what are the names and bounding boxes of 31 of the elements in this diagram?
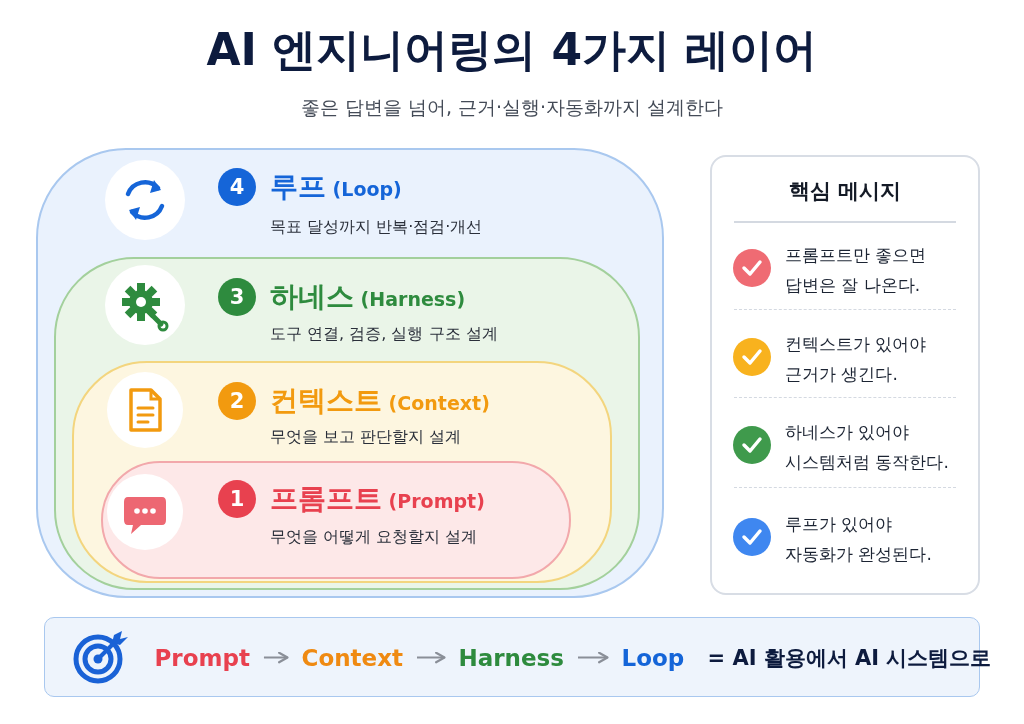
number-badge: 1 bbox=[218, 480, 256, 518]
panel-heading: 핵심 메시지 bbox=[787, 178, 903, 205]
layer-title: 프롬프트 (Prompt) bbox=[270, 481, 485, 517]
number-badge: 4 bbox=[218, 168, 256, 206]
layer-title: 하네스 (Harness) bbox=[270, 279, 466, 315]
layer-box bbox=[54, 257, 640, 590]
flow-term: Loop bbox=[609, 639, 697, 676]
message-text: 컨텍스트가 있어야 근거가 생긴다. bbox=[785, 333, 927, 386]
arrow bbox=[416, 651, 446, 664]
message-text: 하네스가 있어야 시스템처럼 동작한다. bbox=[785, 421, 949, 474]
number-badge: 2 bbox=[218, 382, 256, 420]
arrow bbox=[576, 651, 609, 664]
message-text: 루프가 있어야 자동화가 완성된다. bbox=[785, 513, 932, 566]
number-badge: 3 bbox=[218, 278, 256, 316]
flow-term: Prompt bbox=[142, 639, 262, 676]
flow-term: Harness bbox=[446, 639, 576, 676]
layer-description: 무엇을 보고 판단할지 설계 bbox=[270, 426, 462, 448]
subtitle: 좋은 답변을 넘어, 근거·실행·자동화까지 설계한다 bbox=[299, 95, 725, 120]
layer-box bbox=[72, 361, 612, 583]
layer-title: 루프 (Loop) bbox=[270, 169, 402, 205]
message-text: 프롬프트만 좋으면 답변은 잘 나온다. bbox=[785, 244, 927, 297]
flow-term: Context bbox=[289, 639, 415, 676]
layer-box bbox=[36, 148, 664, 598]
title: AI 엔지니어링의 4가지 레이어 bbox=[205, 23, 819, 77]
layer-title: 컨텍스트 (Context) bbox=[270, 383, 490, 419]
layer-description: 도구 연결, 검증, 실행 구조 설계 bbox=[270, 323, 498, 345]
summary-text: = AI 활용에서 AI 시스템으로 bbox=[707, 644, 992, 672]
layer-description: 무엇을 어떻게 요청할지 설계 bbox=[270, 526, 478, 548]
message-panel bbox=[710, 155, 980, 595]
layer-description: 목표 달성까지 반복·점검·개선 bbox=[270, 216, 483, 238]
arrow bbox=[262, 651, 289, 664]
